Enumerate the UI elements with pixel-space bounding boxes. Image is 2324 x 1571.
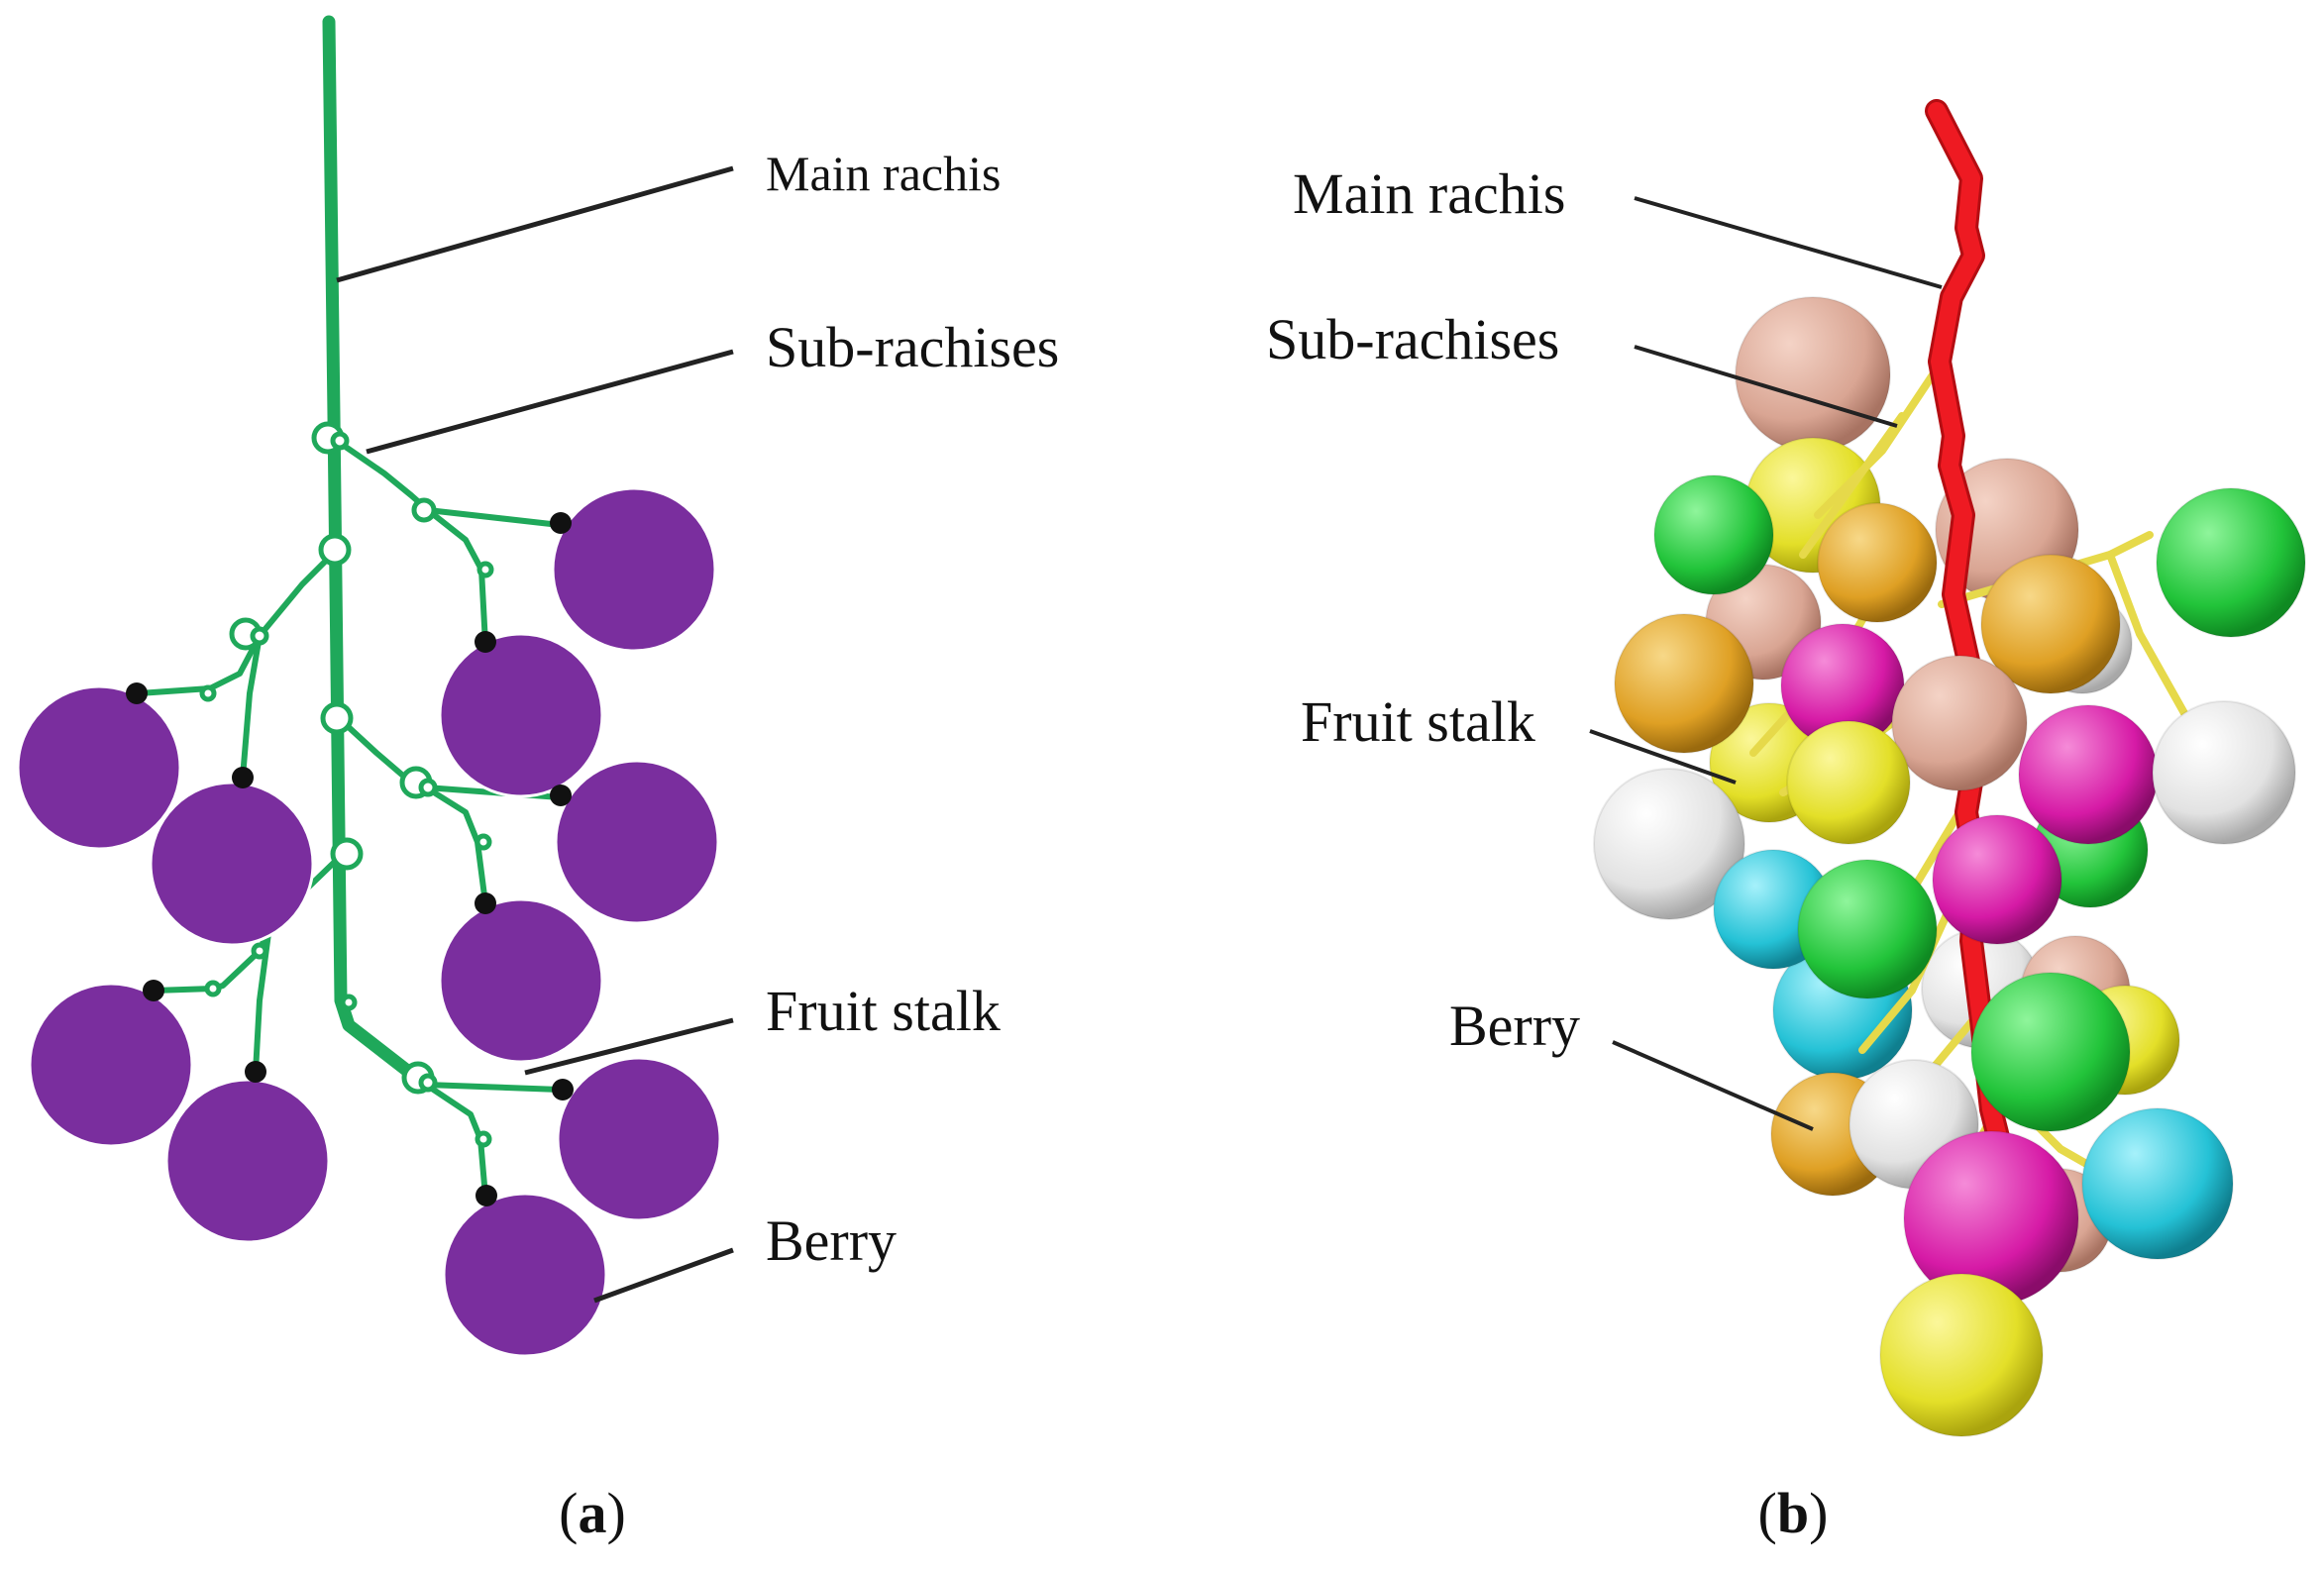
caption-b: (b) bbox=[1758, 1481, 1829, 1545]
berry-b bbox=[1970, 972, 2131, 1132]
label-fruit-stalk-b: Fruit stalk bbox=[1301, 689, 1535, 754]
berry-b bbox=[1891, 655, 2028, 791]
berry-b bbox=[1614, 613, 1754, 754]
label-berry-b: Berry bbox=[1449, 994, 1580, 1058]
berry-b bbox=[1653, 474, 1774, 595]
label-berry-a: Berry bbox=[766, 1208, 897, 1273]
caption-a: (a) bbox=[559, 1481, 626, 1545]
berry-b bbox=[1932, 814, 2062, 945]
berry-b bbox=[1879, 1273, 2044, 1437]
berry-a bbox=[556, 1056, 722, 1222]
berry-a bbox=[28, 982, 194, 1148]
berry-b bbox=[2152, 700, 2296, 845]
berry-a bbox=[438, 897, 604, 1064]
berry-b bbox=[2081, 1107, 2234, 1260]
panel-a: Main rachis Sub-rachises Fruit stalk Ber… bbox=[16, 15, 1059, 1545]
berry-b bbox=[1980, 554, 2121, 694]
berry-a bbox=[16, 684, 182, 851]
berry-a bbox=[442, 1192, 608, 1358]
berries-a bbox=[16, 486, 722, 1358]
berry-b bbox=[2156, 487, 2306, 638]
label-main-rachis-b: Main rachis bbox=[1293, 161, 1565, 226]
label-sub-rachises-b: Sub-rachises bbox=[1266, 307, 1559, 371]
berry-b bbox=[1593, 768, 1745, 920]
berry-b bbox=[1817, 502, 1938, 623]
berry-b bbox=[2018, 704, 2159, 845]
berry-b bbox=[1735, 296, 1891, 453]
leader-lines-a bbox=[336, 165, 734, 1304]
label-main-rachis-a: Main rachis bbox=[766, 146, 1001, 201]
leader-lines-b bbox=[1589, 196, 1943, 1131]
label-sub-rachises-a: Sub-rachises bbox=[766, 315, 1059, 379]
berry-a bbox=[149, 781, 315, 947]
stalk-dots-a bbox=[126, 512, 574, 1206]
berries-b-front bbox=[1593, 474, 2306, 1437]
berry-a bbox=[551, 486, 717, 653]
berry-a bbox=[438, 632, 604, 798]
panel-b: Main rachis Sub-rachises Fruit stalk Ber… bbox=[1266, 99, 2306, 1545]
main-rachis-b bbox=[1925, 99, 2013, 1161]
label-fruit-stalk-a: Fruit stalk bbox=[766, 979, 1001, 1043]
joint-rings-a bbox=[199, 421, 494, 1148]
berry-a bbox=[554, 759, 720, 925]
berry-b bbox=[1786, 720, 1911, 845]
berry-a bbox=[164, 1078, 331, 1244]
berry-b bbox=[1797, 859, 1938, 999]
